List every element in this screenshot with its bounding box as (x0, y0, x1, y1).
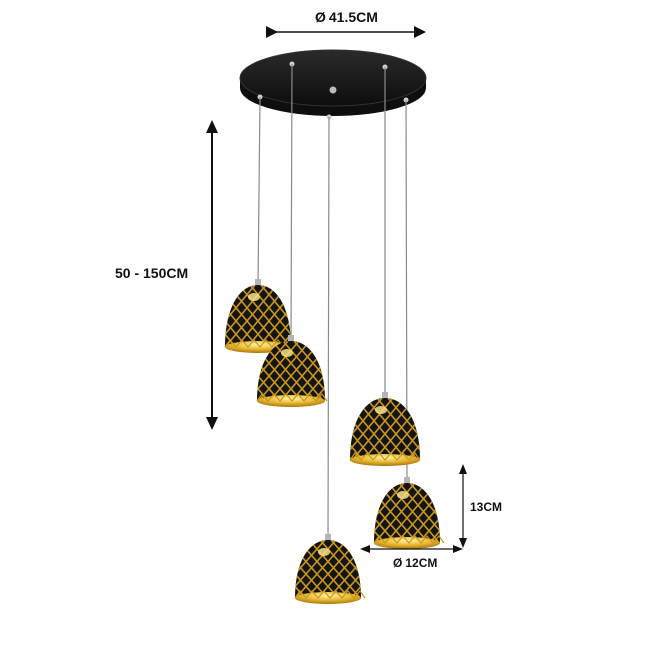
pendant-shade (373, 477, 445, 549)
diameter-icon: Ø (315, 9, 326, 25)
shade-height-label: 13CM (470, 500, 503, 514)
pendant-shade (349, 392, 421, 466)
ceiling-canopy (239, 49, 427, 120)
suspension-cords (257, 63, 408, 541)
pendant-shades (224, 279, 445, 604)
diameter-icon: Ø (393, 556, 403, 570)
shade-height-dimension (459, 464, 467, 548)
shade-diameter-dimension (360, 545, 463, 553)
pendant-shade (224, 279, 296, 353)
drop-range-dimension (206, 120, 218, 430)
pendant-shade (256, 335, 328, 407)
drop-range-label: 50 - 150CM (115, 265, 189, 281)
